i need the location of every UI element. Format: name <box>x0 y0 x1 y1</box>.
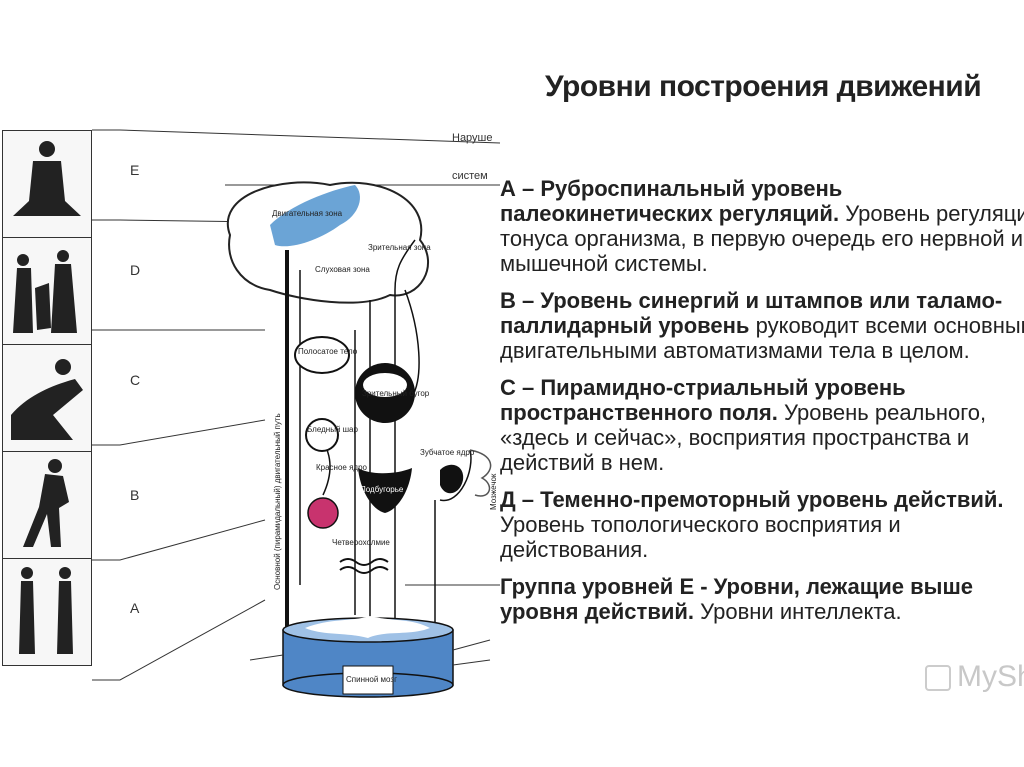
pallidum-label: Бледный шар <box>307 425 358 434</box>
description-text: А – Руброспинальный уровень палеокинетич… <box>500 176 1024 636</box>
striatum-label: Полосатое тело <box>298 347 358 356</box>
quadrigemina-label: Четверохолмие <box>332 538 390 547</box>
figure-a-image <box>2 558 92 666</box>
level-d-label: D <box>130 262 141 278</box>
cerebellum-label: Мозжечок <box>489 473 498 510</box>
paragraph-a: А – Руброспинальный уровень палеокинетич… <box>500 176 1024 276</box>
level-a-label: A <box>130 600 140 616</box>
pyramidal-path-label: Основной (пирамидальный) двигательный пу… <box>273 413 282 590</box>
figure-b-image <box>2 451 92 559</box>
thalamus-label: Зрительный бугор <box>362 389 430 398</box>
page-title: Уровни построения движений <box>545 70 982 103</box>
spinal-cord-label: Спинной мозг <box>346 675 397 684</box>
paragraph-b: В – Уровень синергий и штампов или талам… <box>500 288 1024 363</box>
red-nucleus-label: Красное ядро <box>316 463 368 472</box>
watermark-icon <box>925 665 951 692</box>
level-c-label: C <box>130 372 141 388</box>
figure-c-image <box>2 344 92 452</box>
paragraph-e: Группа уровней Е - Уровни, лежащие выше … <box>500 574 974 624</box>
motor-zone-label: Двигательная зона <box>272 209 343 218</box>
side-label-1: Наруше <box>452 132 493 144</box>
figure-d-image <box>2 237 92 345</box>
dentate-nucleus-label: Зубчатое ядро <box>420 448 475 457</box>
level-pictures <box>0 130 92 685</box>
auditory-zone-label: Слуховая зона <box>315 265 370 274</box>
hypothalamus-label: Подбугорье <box>360 485 404 494</box>
level-e-label: E <box>130 162 140 178</box>
paragraph-c: С – Пирамидно-стриальный уровень простра… <box>500 375 987 475</box>
watermark: MySha <box>925 660 1024 694</box>
paragraph-d: Д – Теменно-премоторный уровень действий… <box>500 487 1004 562</box>
visual-zone-label: Зрительная зона <box>368 243 431 252</box>
level-b-label: B <box>130 487 140 503</box>
figure-e-image <box>2 130 92 238</box>
side-label-2: систем <box>452 170 488 182</box>
